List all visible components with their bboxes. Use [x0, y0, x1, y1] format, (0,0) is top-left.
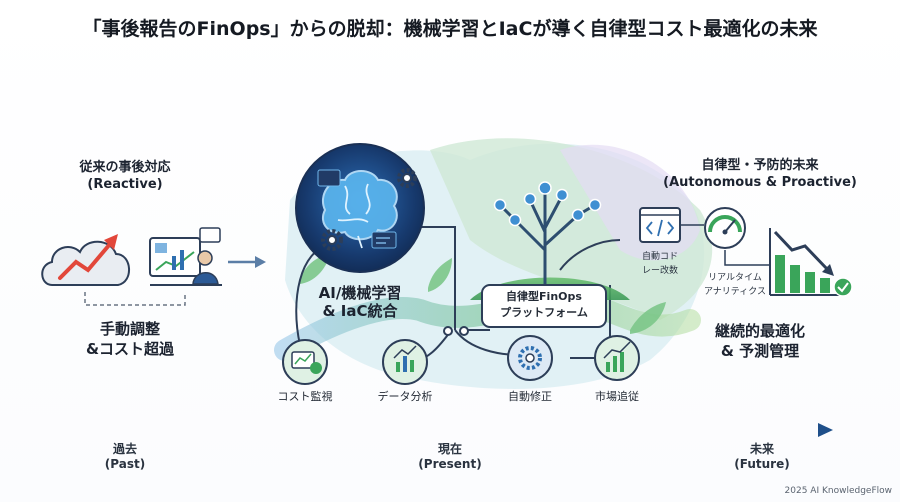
right-connectors: [680, 224, 770, 266]
gear-icon: [321, 168, 417, 251]
cloud-icon: [41, 234, 130, 286]
timeline-future-en: (Future): [734, 457, 790, 471]
left-heading-en: (Reactive): [87, 177, 163, 192]
ai-label-line1: AI/機械学習: [318, 284, 402, 302]
right-result-line2: & 予測管理: [720, 342, 800, 360]
right-result-line1: 継続的最適化: [714, 322, 805, 340]
timeline-present-en: (Present): [418, 457, 482, 471]
leaf-icon: [300, 254, 666, 334]
cost-monitoring-icon: [282, 339, 328, 385]
brain-icon: [295, 143, 425, 273]
timeline-present: 現在: [437, 442, 462, 456]
person-at-monitor-icon: [149, 227, 222, 286]
platform-label-line1: 自律型FinOps: [506, 290, 582, 303]
dashed-connector: [84, 292, 186, 306]
auto-fix-icon: [507, 335, 553, 381]
step-label-auto-fix: 自動修正: [508, 390, 552, 403]
left-result-line2: &コスト超過: [85, 340, 175, 358]
step-label-market-tracking: 市場追従: [595, 390, 639, 403]
platform-box: [481, 284, 607, 328]
timeline-arrow: [70, 423, 833, 437]
step-label-data-analysis: データ分析: [377, 390, 433, 403]
platform-label-line2: プラットフォーム: [500, 306, 588, 319]
market-tracking-icon: [594, 335, 640, 381]
data-analysis-icon: [382, 339, 428, 385]
realtime-label-line1: リアルタイム: [708, 273, 762, 283]
left-heading: 従来の事後対応: [79, 160, 171, 175]
check-icon: [833, 277, 853, 297]
code-window-icon: [639, 207, 681, 243]
copyright: 2025 AI KnowledgeFlow: [784, 486, 892, 496]
optimization-chart-icon: [769, 228, 845, 296]
right-heading: 自律型・予防的未来: [701, 158, 819, 173]
auto-code-label-line2: レー改数: [641, 266, 678, 276]
auto-code-label-line1: 自動コド: [641, 252, 678, 262]
left-result-line1: 手動調整: [99, 320, 160, 338]
timeline-past: 過去: [112, 442, 137, 456]
timeline-future: 未来: [749, 442, 774, 456]
gauge-icon: [704, 207, 746, 249]
ai-label-line2: & IaC統合: [322, 302, 398, 320]
connector-nodes: [443, 326, 469, 336]
timeline-past-en: (Past): [104, 457, 146, 471]
step-label-cost-monitoring: コスト監視: [277, 390, 333, 403]
realtime-label-line2: アナリティクス: [703, 287, 766, 297]
right-heading-en: (Autonomous & Proactive): [663, 175, 857, 190]
page-title: 「事後報告のFinOps」からの脱却：機械学習とIaCが導く自律型コスト最適化の…: [82, 18, 818, 40]
arrow-right-icon: [228, 256, 266, 268]
